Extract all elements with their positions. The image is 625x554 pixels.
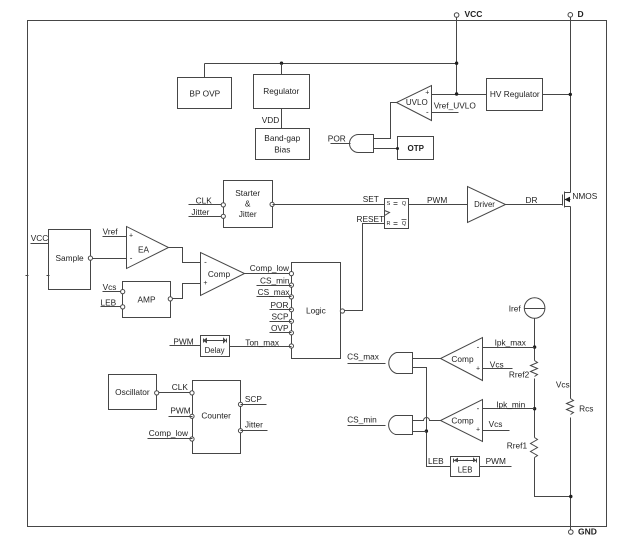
- svg-text:+: +: [425, 90, 429, 97]
- svg-text:OTP: OTP: [407, 144, 424, 153]
- svg-text:Regulator: Regulator: [263, 86, 299, 96]
- svg-text:S: S: [387, 201, 391, 207]
- svg-text:Ton_max: Ton_max: [245, 337, 280, 347]
- svg-text:AMP: AMP: [138, 295, 156, 305]
- svg-text:SCP: SCP: [271, 312, 289, 322]
- svg-text:Delay: Delay: [205, 346, 225, 355]
- svg-text:LEB: LEB: [101, 297, 117, 307]
- svg-text:POR: POR: [271, 300, 289, 310]
- svg-text:LEB: LEB: [428, 456, 444, 466]
- svg-text:Logic: Logic: [306, 306, 326, 316]
- svg-text:Rcs: Rcs: [579, 404, 593, 414]
- svg-text:SCP: SCP: [245, 394, 263, 404]
- svg-text:-: -: [477, 404, 480, 413]
- svg-text:CLK: CLK: [196, 195, 213, 205]
- svg-text:PWM: PWM: [170, 406, 190, 416]
- svg-text:Q: Q: [402, 201, 407, 207]
- svg-text:BP OVP: BP OVP: [189, 88, 220, 98]
- svg-text:CLK: CLK: [172, 382, 189, 392]
- svg-text:PWM: PWM: [173, 337, 193, 347]
- svg-text:Comp: Comp: [451, 416, 474, 426]
- svg-text:Vcs: Vcs: [103, 282, 117, 292]
- svg-text:Jitter: Jitter: [245, 419, 263, 429]
- svg-text:CS_max: CS_max: [258, 287, 291, 297]
- svg-text:+: +: [476, 365, 480, 372]
- svg-text:+: +: [203, 280, 207, 287]
- svg-text:+: +: [129, 233, 133, 240]
- svg-text:Vref_UVLO: Vref_UVLO: [434, 101, 477, 111]
- svg-text:Jitter: Jitter: [239, 209, 257, 219]
- svg-text:Driver: Driver: [474, 200, 495, 209]
- svg-text:CS_max: CS_max: [347, 352, 380, 362]
- svg-text:Oscillator: Oscillator: [115, 387, 150, 397]
- svg-text:-: -: [130, 253, 133, 262]
- svg-text:Counter: Counter: [201, 411, 231, 421]
- svg-text:Sample: Sample: [56, 253, 85, 263]
- svg-text:Vcs: Vcs: [490, 359, 504, 369]
- svg-text:Iref: Iref: [509, 304, 522, 314]
- svg-text:D: D: [578, 9, 584, 19]
- svg-text:Vcs: Vcs: [556, 380, 570, 390]
- svg-text:SET: SET: [363, 194, 379, 204]
- svg-text:DR: DR: [526, 195, 538, 205]
- svg-text:Comp: Comp: [208, 269, 231, 279]
- svg-text:&: &: [245, 199, 251, 209]
- svg-text:VCC: VCC: [31, 233, 49, 243]
- svg-text:GND: GND: [578, 527, 597, 537]
- svg-text:VDD: VDD: [262, 115, 280, 125]
- svg-text:PWM: PWM: [486, 456, 506, 466]
- svg-text:-: -: [477, 343, 480, 352]
- svg-text:Starter: Starter: [235, 188, 260, 198]
- svg-text:-: -: [204, 258, 207, 267]
- svg-text:Comp_low: Comp_low: [149, 428, 189, 438]
- svg-text:POR: POR: [328, 134, 346, 144]
- svg-text:Rref2: Rref2: [509, 370, 530, 380]
- svg-text:RESET: RESET: [357, 214, 385, 224]
- svg-text:NMOS: NMOS: [572, 191, 597, 201]
- svg-text:Q: Q: [402, 221, 407, 227]
- svg-text:+: +: [476, 426, 480, 433]
- svg-text:Vcs: Vcs: [489, 419, 503, 429]
- svg-text:Comp_low: Comp_low: [250, 263, 290, 273]
- svg-text:CS_min: CS_min: [260, 275, 290, 285]
- svg-text:Rref1: Rref1: [507, 441, 528, 451]
- svg-text:EA: EA: [138, 245, 150, 255]
- svg-text:Vref: Vref: [103, 227, 119, 237]
- svg-text:OVP: OVP: [271, 323, 289, 333]
- svg-text:Comp: Comp: [451, 354, 474, 364]
- svg-text:Ipk_max: Ipk_max: [495, 338, 527, 348]
- svg-text:VCC: VCC: [465, 9, 483, 19]
- svg-text:HV Regulator: HV Regulator: [490, 89, 540, 99]
- svg-text:UVLO: UVLO: [406, 98, 428, 107]
- svg-text:R: R: [387, 221, 391, 227]
- svg-text:Band-gap: Band-gap: [264, 133, 300, 143]
- svg-text:CS_min: CS_min: [347, 414, 377, 424]
- svg-text:PWM: PWM: [427, 195, 447, 205]
- svg-text:Jitter: Jitter: [191, 207, 209, 217]
- svg-text:LEB: LEB: [458, 466, 473, 475]
- svg-text:-: -: [426, 108, 429, 117]
- svg-text:Ipk_min: Ipk_min: [496, 399, 525, 409]
- svg-text:Bias: Bias: [274, 145, 290, 155]
